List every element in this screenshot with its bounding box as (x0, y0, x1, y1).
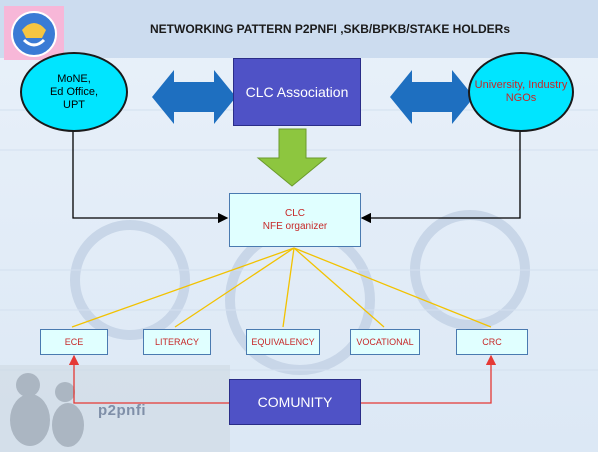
program-label: ECE (64, 337, 84, 347)
node-mone-line: MoNE, (57, 72, 91, 85)
program-label: EQUIVALENCY (251, 337, 315, 347)
node-mone-line: UPT (63, 98, 85, 111)
node-university: University, Industry NGOs (468, 52, 574, 132)
node-university-line: NGOs (505, 92, 537, 104)
clc-association-box: CLC Association (233, 58, 361, 126)
community-box: COMUNITY (229, 379, 361, 425)
clc-sublabel: NFE organizer (262, 221, 328, 232)
watermark-logo: p2pnfi (98, 402, 146, 419)
page-title: NETWORKING PATTERN P2PNFI ,SKB/BPKB/STAK… (150, 22, 511, 36)
program-label: VOCATIONAL (356, 337, 414, 347)
program-label: LITERACY (154, 337, 199, 347)
node-university-line: University, Industry (474, 79, 568, 91)
yellow-fan-lines (71, 247, 492, 328)
clc-association-label: CLC Association (245, 84, 349, 100)
program-literacy: LITERACY (143, 329, 211, 355)
connector-community-to-crc (359, 354, 497, 404)
program-crc: CRC (456, 329, 528, 355)
clc-box: CLC NFE organizer (229, 193, 361, 247)
connector-left-to-clc (72, 130, 229, 224)
node-mone: MoNE, Ed Office, UPT (20, 52, 128, 132)
community-label: COMUNITY (257, 394, 333, 410)
down-arrow-icon (256, 128, 328, 187)
connector-community-to-ece (68, 354, 229, 404)
connector-right-to-clc (360, 130, 521, 224)
program-label: CRC (482, 337, 502, 347)
program-equivalency: EQUIVALENCY (246, 329, 320, 355)
program-ece: ECE (40, 329, 108, 355)
node-mone-line: Ed Office, (49, 85, 99, 98)
double-arrow-right-icon (390, 70, 474, 124)
logo-icon (4, 6, 64, 60)
program-vocational: VOCATIONAL (350, 329, 420, 355)
double-arrow-left-icon (152, 70, 236, 124)
clc-label: CLC (284, 208, 305, 219)
